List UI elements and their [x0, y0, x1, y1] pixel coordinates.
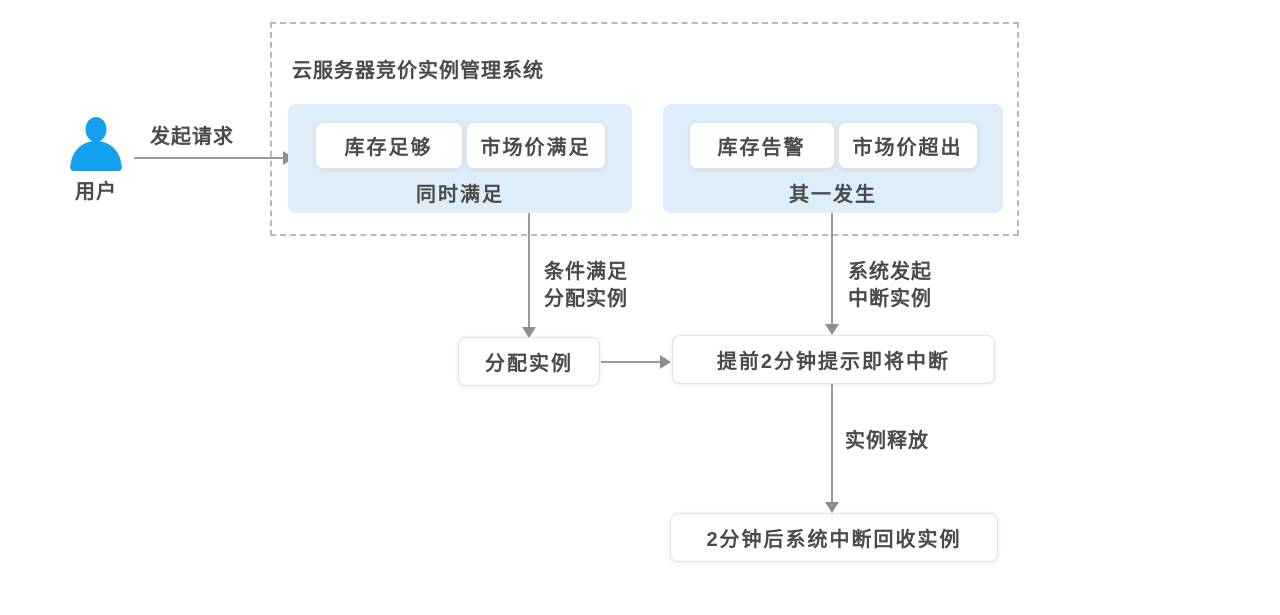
edge-release-label: 实例释放	[845, 430, 929, 452]
group-allocate-caption: 同时满足	[416, 184, 504, 206]
arrowhead-down-icon	[825, 324, 839, 335]
condition-market-price-met: 市场价满足	[465, 122, 606, 169]
condition-inventory-sufficient: 库存足够	[314, 122, 463, 169]
group-interrupt-caption: 其一发生	[789, 184, 877, 206]
edge-allocate-label: 条件满足 分配实例	[544, 259, 628, 313]
user-icon	[67, 116, 125, 171]
arrow-allocate-line	[528, 213, 530, 327]
node-allocate-instance: 分配实例	[458, 337, 600, 386]
group-interrupt-row: 库存告警 市场价超出	[688, 122, 978, 169]
condition-inventory-alert: 库存告警	[688, 122, 835, 169]
group-allocate-conditions: 库存足够 市场价满足 同时满足	[288, 104, 632, 213]
system-title: 云服务器竞价实例管理系统	[292, 60, 544, 82]
arrowhead-right-icon	[660, 355, 671, 369]
arrowhead-down-icon	[522, 327, 536, 338]
group-interrupt-conditions: 库存告警 市场价超出 其一发生	[663, 104, 1003, 213]
condition-market-price-exceeded: 市场价超出	[837, 122, 978, 169]
edge-interrupt-label: 系统发起 中断实例	[848, 259, 932, 313]
arrow-allocate-to-notify	[601, 361, 661, 363]
node-reclaim-instance: 2分钟后系统中断回收实例	[670, 513, 998, 562]
edge-allocate-label-line1: 条件满足	[544, 261, 628, 283]
group-allocate-row: 库存足够 市场价满足	[314, 122, 606, 169]
edge-allocate-label-line2: 分配实例	[544, 288, 628, 310]
edge-interrupt-label-line2: 中断实例	[848, 288, 932, 310]
arrow-interrupt-line	[831, 213, 833, 325]
actor-user: 用户	[64, 116, 128, 204]
actor-user-label: 用户	[75, 181, 117, 203]
arrow-release-line	[831, 384, 833, 503]
system-boundary	[270, 22, 1019, 236]
edge-interrupt-label-line1: 系统发起	[848, 261, 932, 283]
arrow-user-to-system	[134, 157, 284, 159]
arrowhead-down-icon	[825, 502, 839, 513]
node-notify-interrupt: 提前2分钟提示即将中断	[672, 335, 995, 384]
edge-request-label: 发起请求	[150, 126, 234, 148]
